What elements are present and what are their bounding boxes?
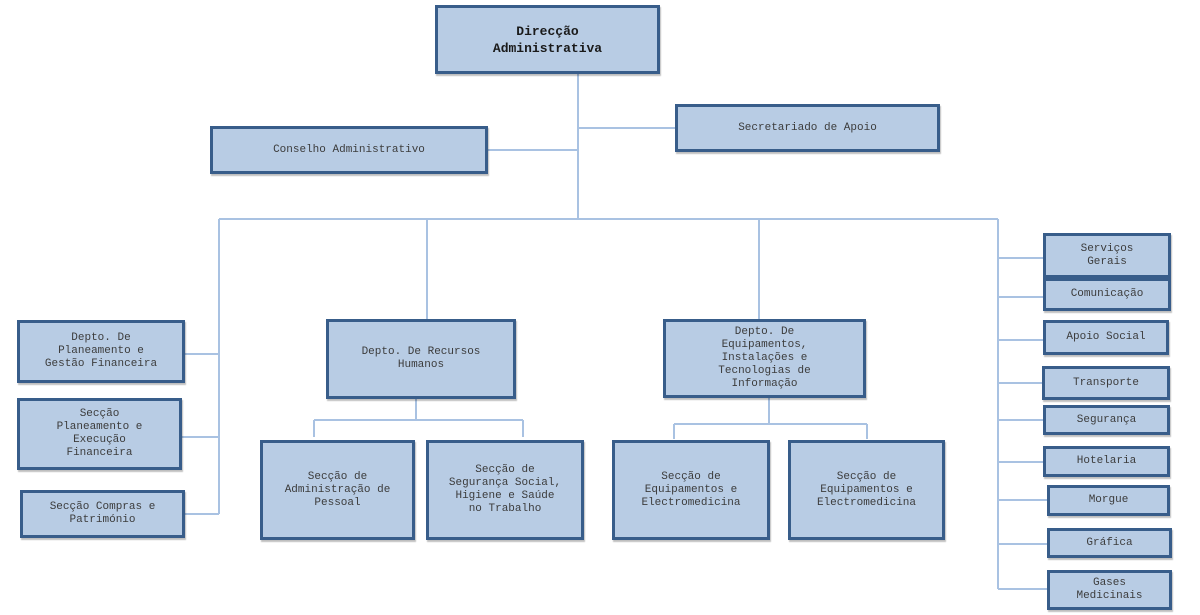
node-seccao-equipamentos-1: Secção de Equipamentos e Electromedicina bbox=[612, 440, 770, 540]
node-seguranca: Segurança bbox=[1043, 405, 1170, 435]
node-direccao-administrativa: Direcção Administrativa bbox=[435, 5, 660, 74]
node-grafica: Gráfica bbox=[1047, 528, 1172, 558]
node-depto-planeamento: Depto. De Planeamento e Gestão Financeir… bbox=[17, 320, 185, 383]
node-seccao-equipamentos-2: Secção de Equipamentos e Electromedicina bbox=[788, 440, 945, 540]
node-depto-equipamentos: Depto. De Equipamentos, Instalações e Te… bbox=[663, 319, 866, 398]
node-depto-recursos-humanos: Depto. De Recursos Humanos bbox=[326, 319, 516, 399]
node-transporte: Transporte bbox=[1042, 366, 1170, 400]
node-gases-medicinais: Gases Medicinais bbox=[1047, 570, 1172, 610]
node-apoio-social: Apoio Social bbox=[1043, 320, 1169, 355]
node-seccao-compras: Secção Compras e Património bbox=[20, 490, 185, 538]
node-secretariado-de-apoio: Secretariado de Apoio bbox=[675, 104, 940, 152]
node-seccao-seguranca-social: Secção de Segurança Social, Higiene e Sa… bbox=[426, 440, 584, 540]
node-seccao-planeamento: Secção Planeamento e Execução Financeira bbox=[17, 398, 182, 470]
node-servicos-gerais: Serviços Gerais bbox=[1043, 233, 1171, 278]
node-hotelaria: Hotelaria bbox=[1043, 446, 1170, 477]
node-seccao-administracao-pessoal: Secção de Administração de Pessoal bbox=[260, 440, 415, 540]
node-morgue: Morgue bbox=[1047, 485, 1170, 516]
node-comunicacao: Comunicação bbox=[1043, 278, 1171, 311]
node-conselho-administrativo: Conselho Administrativo bbox=[210, 126, 488, 174]
